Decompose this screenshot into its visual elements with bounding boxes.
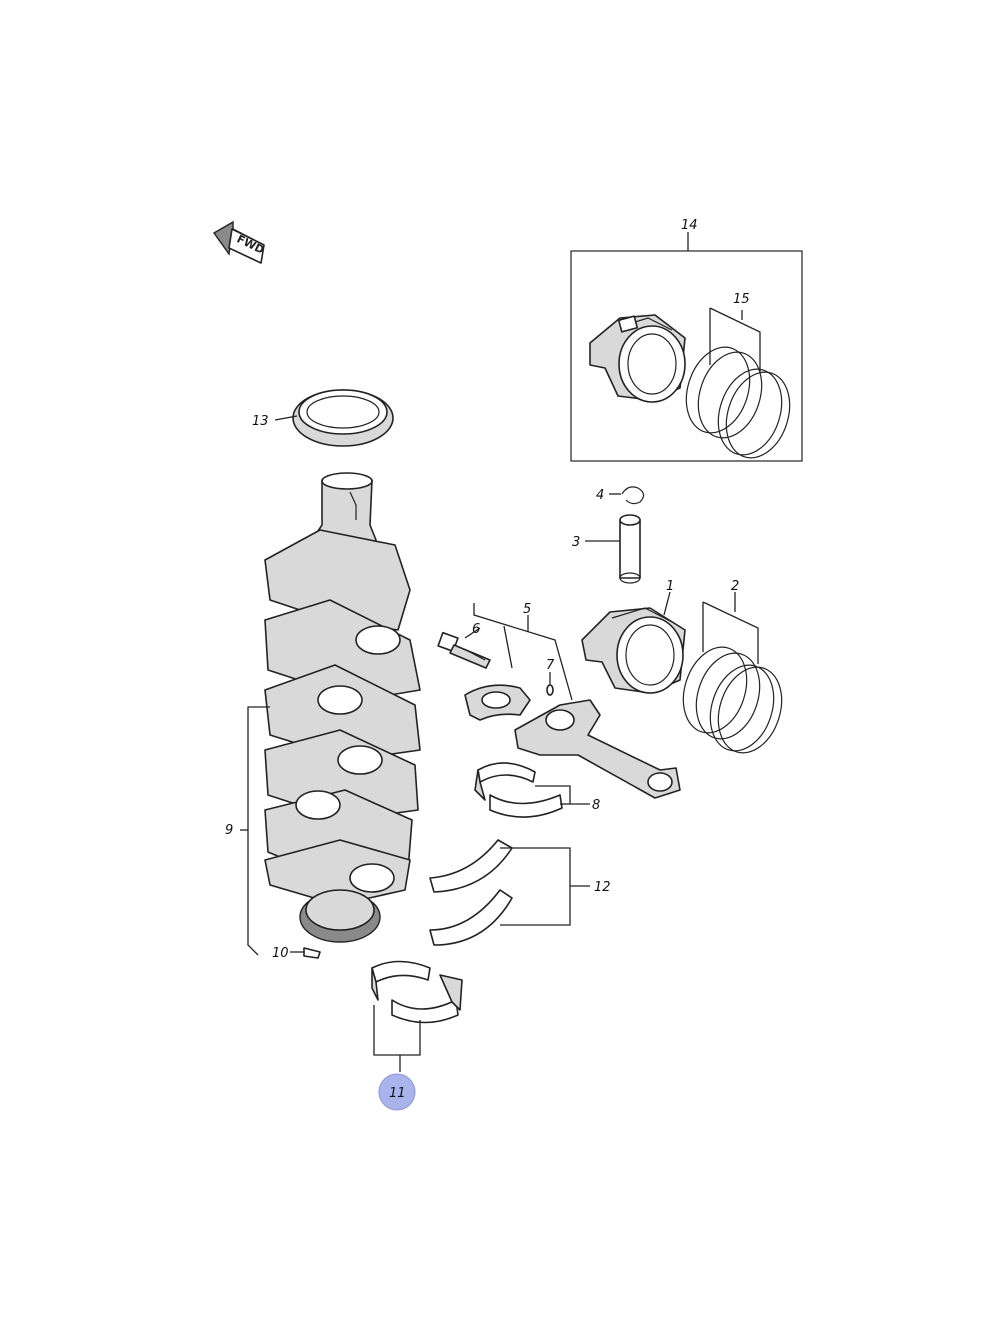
callout-14[interactable]: 14 [681,218,698,233]
piston-pin-clip [609,486,645,505]
callout-8[interactable]: 8 [592,798,600,813]
thrust-washers [429,839,590,946]
selected-callout-highlight [378,1073,416,1111]
callout-6[interactable]: 6 [472,622,480,637]
piston-rings [682,592,783,754]
fwd-arrow: FWD [212,220,266,264]
callout-3[interactable]: 3 [572,535,580,550]
conrod-bolt [437,627,491,669]
callout-10[interactable]: 10 [272,946,289,961]
piston-kit-illustration [589,307,791,459]
callout-5[interactable]: 5 [523,602,531,617]
crankshaft-bracket [240,706,270,956]
oil-seal [274,389,394,447]
main-bearing [371,960,463,1072]
callout-4[interactable]: 4 [596,488,604,503]
piston [581,591,686,694]
callout-15[interactable]: 15 [733,292,750,307]
callout-11[interactable]: 11 [389,1086,406,1101]
callout-9[interactable]: 9 [225,823,233,838]
conrod-bearing [474,762,590,818]
woodruff-key [290,947,321,959]
piston-set-frame [570,232,803,462]
callout-2[interactable]: 2 [731,579,739,594]
callout-12[interactable]: 12 [594,880,611,895]
callout-1[interactable]: 1 [666,579,674,594]
callout-13[interactable]: 13 [252,414,269,429]
callout-labels: 14 15 13 4 3 1 2 5 6 7 8 9 12 10 11 [225,218,750,1101]
conrod-assembly [464,603,681,799]
crankshaft [264,472,421,943]
callout-7[interactable]: 7 [546,658,555,673]
piston-pin [585,514,641,584]
